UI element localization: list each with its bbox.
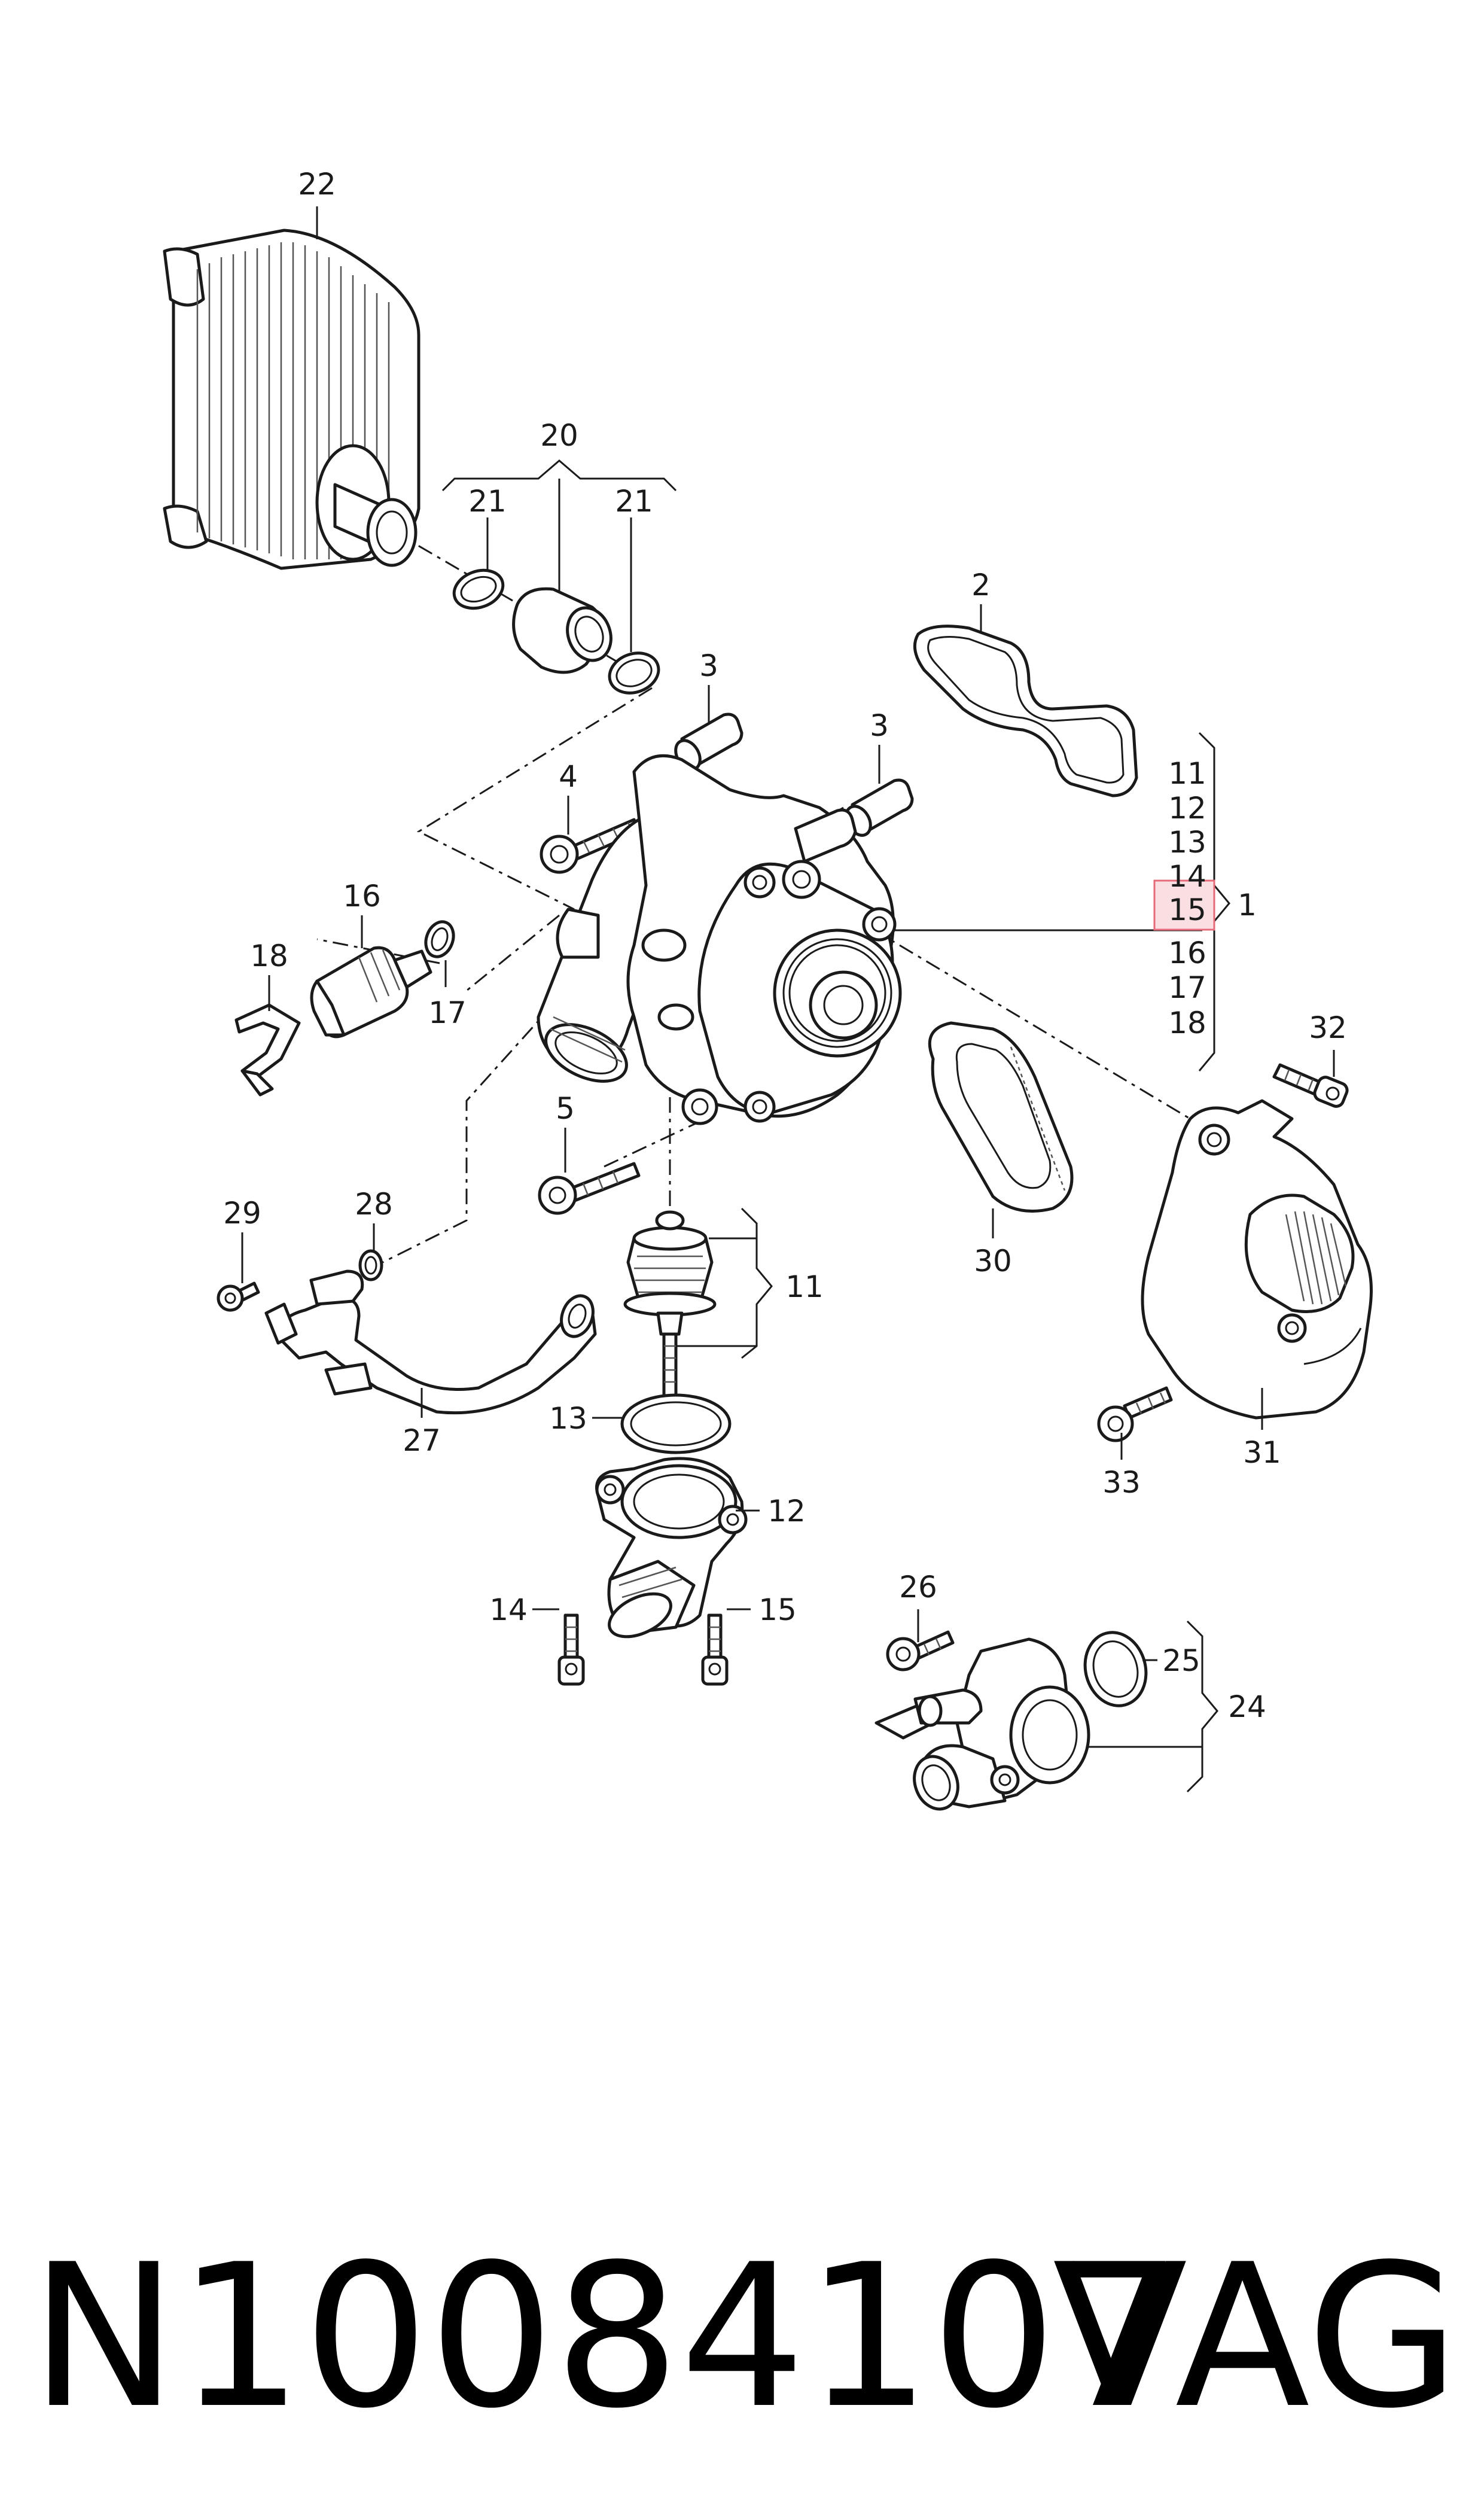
o-ring-17 bbox=[424, 920, 455, 958]
label-1: 1 bbox=[1238, 888, 1257, 922]
o-ring-28 bbox=[358, 1249, 383, 1281]
label-11: 11 bbox=[785, 1269, 824, 1304]
brand-name: VAG bbox=[1053, 2222, 1459, 2452]
label-29: 29 bbox=[223, 1196, 261, 1231]
dowel-pin-lower bbox=[845, 778, 914, 837]
bolt-33 bbox=[1097, 1386, 1173, 1442]
label-3-lower: 3 bbox=[870, 708, 889, 743]
label-33: 33 bbox=[1102, 1465, 1141, 1500]
water-pump bbox=[537, 754, 902, 1125]
label-21-left: 21 bbox=[468, 484, 507, 519]
thermostat-housing bbox=[595, 1457, 748, 1639]
gasket bbox=[913, 625, 1138, 797]
bolt-5 bbox=[538, 1162, 641, 1215]
bolt-15 bbox=[701, 1613, 729, 1686]
group-label-17: 17 bbox=[1168, 970, 1206, 1005]
connector-pipe bbox=[512, 587, 613, 674]
group-label-18: 18 bbox=[1168, 1006, 1206, 1040]
label-2: 2 bbox=[971, 568, 991, 602]
label-15: 15 bbox=[758, 1593, 797, 1627]
bolt-32 bbox=[1272, 1063, 1349, 1108]
belt-cover bbox=[1141, 1099, 1373, 1420]
leader-lines bbox=[241, 206, 1335, 1793]
bolt-4 bbox=[540, 818, 642, 874]
label-22: 22 bbox=[298, 167, 336, 202]
label-16: 16 bbox=[343, 879, 381, 914]
o-ring-left bbox=[452, 568, 505, 610]
label-28: 28 bbox=[355, 1187, 393, 1222]
bolt-26 bbox=[886, 1630, 955, 1671]
label-12: 12 bbox=[767, 1494, 806, 1529]
label-27: 27 bbox=[403, 1423, 441, 1458]
bolt-14 bbox=[557, 1613, 585, 1686]
label-31: 31 bbox=[1243, 1435, 1281, 1470]
retaining-clip bbox=[234, 1003, 301, 1097]
label-30: 30 bbox=[974, 1244, 1012, 1278]
callout-labels: 22 20 21 21 2 3 3 4 16 17 18 11 12 13 14… bbox=[223, 167, 1347, 1724]
label-25: 25 bbox=[1162, 1643, 1200, 1678]
label-20: 20 bbox=[540, 418, 578, 453]
group-label-13: 13 bbox=[1168, 825, 1206, 860]
label-3-upper: 3 bbox=[699, 648, 718, 683]
toothed-belt bbox=[928, 1021, 1074, 1213]
group-label-12: 12 bbox=[1168, 791, 1206, 826]
group-label-14: 14 bbox=[1168, 859, 1206, 894]
highlight-box bbox=[1153, 879, 1215, 931]
group-label-16: 16 bbox=[1168, 936, 1206, 970]
o-ring-13 bbox=[620, 1393, 732, 1454]
o-ring-right bbox=[608, 651, 660, 695]
label-14: 14 bbox=[489, 1593, 528, 1627]
o-ring-25 bbox=[1083, 1631, 1148, 1707]
label-32: 32 bbox=[1309, 1010, 1347, 1045]
label-18: 18 bbox=[250, 939, 288, 973]
label-13: 13 bbox=[549, 1401, 587, 1436]
oil-cooler bbox=[163, 229, 420, 570]
label-4: 4 bbox=[559, 759, 578, 794]
coolant-flange bbox=[874, 1637, 1090, 1811]
coolant-pipe bbox=[264, 1269, 597, 1415]
bolt-29 bbox=[217, 1281, 260, 1312]
part-number: N10084107 bbox=[30, 2222, 1183, 2452]
label-24: 24 bbox=[1228, 1689, 1266, 1724]
label-5: 5 bbox=[556, 1091, 575, 1126]
temperature-sensor bbox=[310, 946, 432, 1039]
label-17: 17 bbox=[428, 995, 467, 1030]
group-label-15: 15 bbox=[1168, 893, 1206, 927]
label-21-right: 21 bbox=[615, 484, 653, 519]
thermostat bbox=[623, 1210, 717, 1405]
group-label-11: 11 bbox=[1168, 756, 1206, 791]
label-26: 26 bbox=[899, 1570, 937, 1604]
